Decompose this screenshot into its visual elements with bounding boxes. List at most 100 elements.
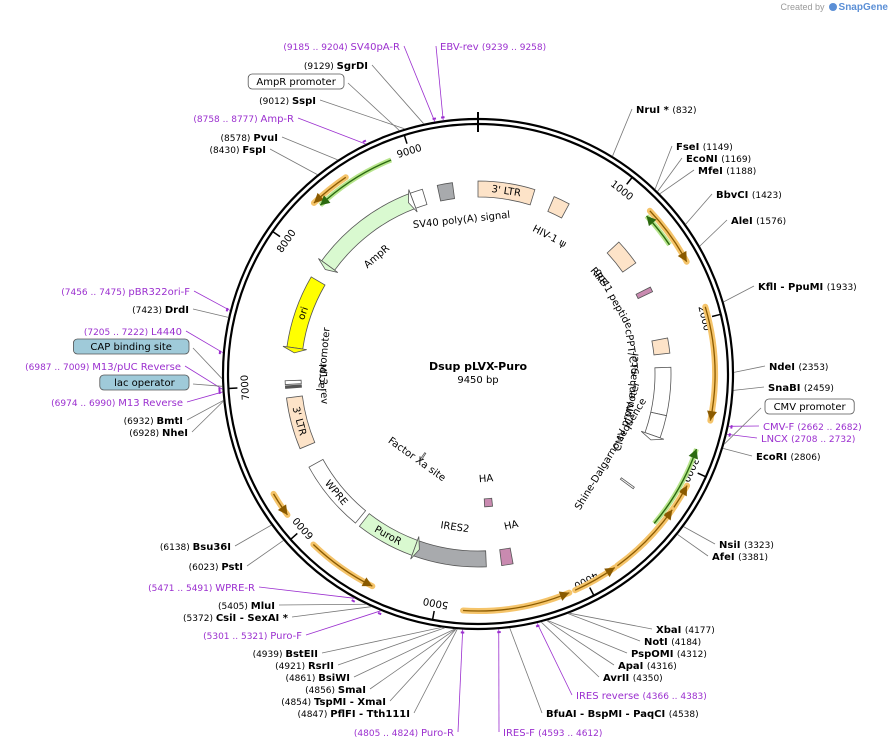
site-label: (7205 .. 7222) L4440 (84, 327, 182, 338)
site-label: lac operator (100, 375, 189, 390)
site-label-text: IRES reverse (4366 .. 4383) (576, 691, 707, 702)
backbone-inner-strand (228, 124, 728, 624)
site-label-range: (7456 .. 7475) (61, 288, 128, 298)
site-label-range: (8430) (210, 146, 243, 156)
label-leader-line (279, 604, 366, 605)
site-label-name: BbvCI (716, 190, 752, 201)
site-label-name: EcoRI (756, 452, 791, 463)
site-label-text: (5372) CsiI - SexAI * (183, 613, 289, 624)
site-label-range: (4921) (275, 662, 308, 672)
site-label: (6928) NheI (129, 428, 188, 439)
site-label: IRES-F (4593 .. 4612) (503, 728, 602, 739)
feature-label: SV40 poly(A) signal (412, 210, 510, 231)
site-label: (6023) PstI (189, 562, 243, 573)
label-leader-line (700, 220, 727, 246)
feature-m13-rev (285, 385, 301, 389)
site-label: SnaBI (2459) (768, 383, 834, 394)
site-label-text: BbvCI (1423) (716, 190, 782, 201)
site-label-text: (5301 .. 5321) Puro-F (203, 631, 302, 642)
site-label-name: Amp-R (261, 114, 295, 125)
site-label-text: NruI * (832) (636, 105, 697, 116)
site-label: (4861) BsiWI (285, 673, 350, 684)
primer-site-mark (729, 433, 730, 436)
site-label-range: (6932) (124, 417, 157, 427)
site-label: (7423) DrdI (132, 305, 189, 316)
label-leader-line (193, 309, 228, 317)
site-label: (8578) PvuI (221, 133, 278, 144)
site-label-name: DrdI (165, 305, 189, 316)
site-label-name: MluI (251, 601, 275, 612)
site-label-range: (8758 .. 8777) (193, 115, 260, 125)
site-label: (4805 .. 4824) Puro-R (354, 728, 454, 739)
site-label-name: PflFI - Tth111I (330, 709, 410, 720)
label-leader-line (510, 628, 542, 713)
site-label-text: AfeI (3381) (712, 552, 768, 563)
site-label: (5372) CsiI - SexAI * (183, 613, 289, 624)
feature-label: HIV-1 ψ (530, 224, 568, 251)
site-label: (4847) PflFI - Tth111I (297, 709, 410, 720)
label-leader-line (613, 109, 632, 156)
site-label-range: (4861) (285, 674, 318, 684)
site-label: IRES reverse (4366 .. 4383) (576, 691, 707, 702)
label-leader-line (292, 607, 371, 617)
site-label-text: AleI (1576) (731, 216, 786, 227)
site-label-range: (1933) (827, 283, 857, 293)
primer-site-mark (536, 626, 539, 627)
primer-site-mark (352, 600, 355, 602)
label-leader-line (282, 137, 338, 160)
site-label: (6987 .. 7009) M13/pUC Reverse (25, 362, 181, 373)
site-label-name: Puro-R (421, 728, 454, 739)
label-leader-line (569, 613, 652, 629)
site-label-text: BfuAI - BspMI - PaqCI (4538) (546, 709, 699, 720)
site-label-name: CsiI - SexAI * (216, 613, 289, 624)
site-label-range: (6974 .. 6990) (51, 399, 118, 409)
site-label-range: (2459) (804, 384, 834, 394)
site-label-range: (4184) (671, 638, 701, 648)
site-label: NruI * (832) (636, 105, 697, 116)
site-label-text: FseI (1149) (676, 142, 733, 153)
label-leader-line (348, 83, 399, 130)
feature-sv40-poly-a-signal (437, 183, 454, 201)
label-leader-line (568, 614, 640, 641)
feature-cppt-cts (652, 338, 670, 355)
site-label-text: SnaBI (2459) (768, 383, 834, 394)
site-label-range: (1576) (756, 217, 786, 227)
site-label: EBV-rev (9239 .. 9258) (440, 42, 546, 53)
feature-label: IRES2 (440, 520, 470, 535)
site-label-text: (5405) MluI (218, 601, 275, 612)
site-label-range: (2806) (791, 453, 821, 463)
scale-tick (698, 473, 706, 477)
primer-site-mark (731, 425, 732, 428)
site-label-range: (5405) (218, 602, 251, 612)
site-label: (9012) SspI (259, 96, 316, 107)
site-label-range: (4593 .. 4612) (538, 729, 602, 739)
site-label: NdeI (2353) (769, 362, 828, 373)
site-label-range: (5301 .. 5321) (203, 632, 270, 642)
site-label-text: (4921) RsrII (275, 661, 334, 672)
label-leader-line (187, 400, 223, 420)
site-label-range: (2353) (799, 363, 829, 373)
scale-tick (627, 177, 633, 184)
site-label-text: (6987 .. 7009) M13/pUC Reverse (25, 362, 181, 373)
site-label-name: LNCX (761, 434, 791, 445)
site-label-range: (7205 .. 7222) (84, 328, 151, 338)
site-label-name: Bsu36I (193, 542, 231, 553)
site-label-text: NotI (4184) (644, 637, 701, 648)
label-leader-line (390, 629, 456, 701)
site-label-name: TspMI - XmaI (314, 697, 386, 708)
label-leader-line (723, 448, 752, 456)
label-leader-line (686, 194, 712, 224)
site-label-name: NruI * (636, 105, 672, 116)
site-label-range: (9185 .. 9204) (283, 43, 350, 53)
scale-tick (228, 388, 237, 389)
primer-site-mark (363, 140, 366, 142)
label-leader-line (547, 620, 627, 653)
site-label: (6138) Bsu36I (160, 542, 231, 553)
site-label-range: (4350) (633, 674, 663, 684)
label-leader-line (372, 65, 424, 124)
site-label-text: EBV-rev (9239 .. 9258) (440, 42, 546, 53)
label-leader-line (247, 540, 283, 566)
scale-tick (273, 231, 280, 236)
site-label: (4921) RsrII (275, 661, 334, 672)
